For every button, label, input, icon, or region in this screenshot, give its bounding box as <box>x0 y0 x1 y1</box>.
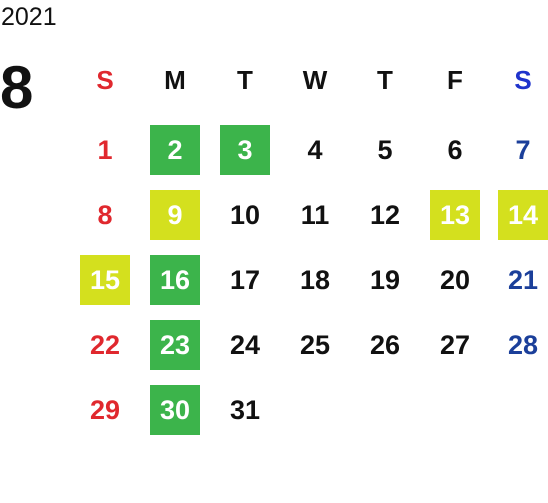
day-cell-28[interactable]: 28 <box>507 329 539 360</box>
weekday-header-sun: S <box>96 64 114 95</box>
day-cell-10[interactable]: 10 <box>229 199 261 230</box>
weekday-header-wed: W <box>302 64 328 95</box>
day-cell-31[interactable]: 31 <box>229 394 261 425</box>
day-cell-7[interactable]: 7 <box>515 134 531 165</box>
day-cell-24[interactable]: 24 <box>229 329 261 360</box>
day-cell-2[interactable]: 2 <box>150 125 200 175</box>
day-cell-5[interactable]: 5 <box>377 134 393 165</box>
day-cell-11[interactable]: 11 <box>300 199 330 230</box>
day-cell-22[interactable]: 22 <box>89 329 121 360</box>
day-cell-15[interactable]: 15 <box>80 255 130 305</box>
day-cell-9[interactable]: 9 <box>150 190 200 240</box>
month-label: 8 <box>0 54 34 121</box>
day-cell-20[interactable]: 20 <box>439 264 471 295</box>
day-cell-23[interactable]: 23 <box>150 320 200 370</box>
day-cell-16[interactable]: 16 <box>150 255 200 305</box>
day-cell-14[interactable]: 14 <box>498 190 548 240</box>
weekday-header-fri: F <box>447 64 463 95</box>
day-cell-6[interactable]: 6 <box>447 134 463 165</box>
day-cell-30[interactable]: 30 <box>150 385 200 435</box>
day-cell-13[interactable]: 13 <box>430 190 480 240</box>
year-label: 2021 <box>1 3 57 31</box>
day-cell-29[interactable]: 29 <box>89 394 121 425</box>
day-cell-17[interactable]: 17 <box>229 264 261 295</box>
day-cell-25[interactable]: 25 <box>299 329 331 360</box>
day-cell-4[interactable]: 4 <box>307 134 323 165</box>
weekday-header-thu: T <box>377 64 393 95</box>
day-cell-18[interactable]: 18 <box>299 264 331 295</box>
weekday-header-sat: S <box>514 64 532 95</box>
day-cell-21[interactable]: 21 <box>507 264 539 295</box>
day-cell-19[interactable]: 19 <box>369 264 401 295</box>
day-cell-8[interactable]: 8 <box>97 199 113 230</box>
day-cell-27[interactable]: 27 <box>439 329 471 360</box>
day-cell-26[interactable]: 26 <box>369 329 401 360</box>
weekday-header-mon: M <box>164 64 186 95</box>
day-cell-3[interactable]: 3 <box>220 125 270 175</box>
weekday-header-tue: T <box>237 64 253 95</box>
day-cell-12[interactable]: 12 <box>369 199 401 230</box>
day-cell-1[interactable]: 1 <box>97 134 113 165</box>
